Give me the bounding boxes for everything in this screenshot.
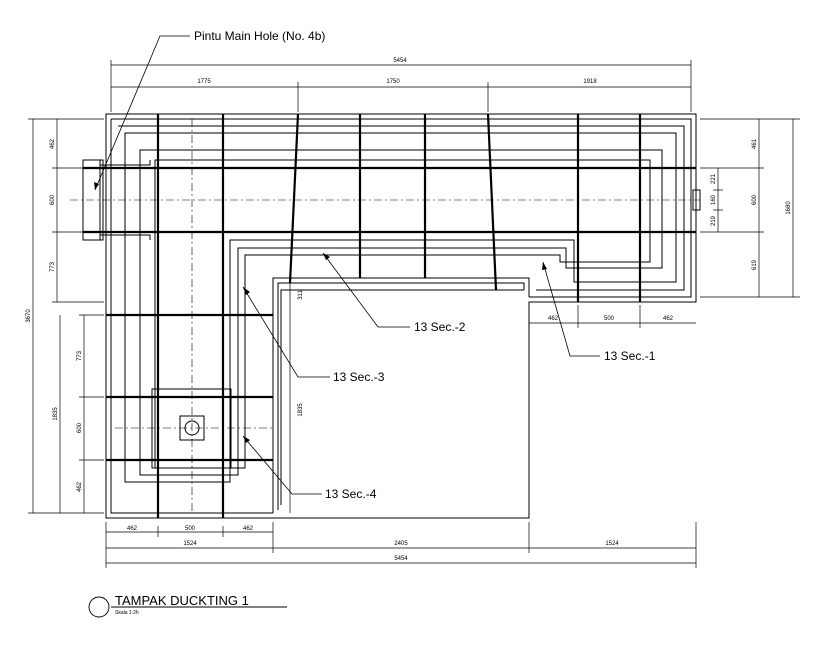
leader-sec3 (242, 286, 330, 378)
dim-right-a1: 461 (752, 138, 758, 149)
inner-notch-2 (277, 282, 525, 510)
dim-left-b2: 600 (77, 422, 83, 433)
dim-mid-c: 462 (663, 316, 674, 322)
callout-sec4: 13 Sec.-4 (325, 487, 377, 501)
pit-outer (151, 388, 232, 469)
dim-right-a2: 600 (752, 194, 758, 205)
dim-inner-311: 311 (298, 290, 304, 300)
diag-bar-1 (288, 113, 300, 284)
leader-main-hole (94, 35, 190, 191)
dim-top-seg3: 1918 (583, 79, 597, 85)
dim-right-b1: 221 (711, 173, 717, 184)
leader-sec4 (242, 435, 322, 495)
dim-left-a2: 600 (50, 194, 56, 205)
dim-top-seg1: 1775 (197, 79, 211, 85)
dim-bottom-seg1: 1524 (183, 541, 197, 547)
dim-inner-1835: 1835 (298, 403, 304, 417)
leader-sec2 (322, 252, 410, 328)
dim-left-total: 3670 (26, 309, 32, 323)
title-symbol (88, 596, 110, 618)
dim-left-a1: 462 (50, 138, 56, 149)
dim-bottom-sub2: 500 (185, 526, 196, 532)
callout-sec1: 13 Sec.-1 (604, 349, 656, 363)
manhole-frame (99, 160, 151, 240)
dim-mid-a: 462 (548, 316, 559, 322)
dim-bottom-total: 5454 (394, 556, 408, 562)
dim-top-total: 5454 (393, 58, 407, 64)
diag-bar-2 (486, 113, 498, 291)
nested-outline-2 (124, 132, 677, 483)
dim-left-b1: 773 (77, 350, 83, 361)
nested-outline-1 (118, 125, 685, 291)
dim-bottom-seg2: 2405 (394, 541, 408, 547)
dim-left-b-total: 1835 (53, 407, 59, 421)
drawing-scale: Skala 1:2h (115, 610, 139, 616)
dim-left-b3: 462 (77, 481, 83, 492)
callout-main-hole: Pintu Main Hole (No. 4b) (194, 29, 325, 43)
outer-outline-inner (110, 118, 692, 514)
dim-left-a3: 773 (50, 261, 56, 272)
leader-sec1 (542, 261, 600, 357)
dim-right-a3: 619 (752, 259, 758, 270)
dim-right-total: 1680 (786, 201, 792, 215)
callout-sec3: 13 Sec.-3 (333, 370, 385, 384)
nested-outline-3 (139, 149, 663, 476)
dim-right-b2: 160 (711, 194, 717, 205)
dim-bottom-sub3: 462 (243, 526, 254, 532)
dim-mid-b: 500 (604, 316, 615, 322)
drawing-title: TAMPAK DUCKTING 1 (115, 593, 249, 608)
callout-sec2: 13 Sec.-2 (414, 320, 466, 334)
dim-bottom-seg3: 1524 (605, 541, 619, 547)
dim-right-b3: 219 (711, 215, 717, 226)
dim-bottom-sub1: 462 (127, 526, 138, 532)
inner-notch (272, 277, 530, 513)
dim-top-seg2: 1750 (386, 79, 400, 85)
outer-outline (105, 113, 697, 519)
